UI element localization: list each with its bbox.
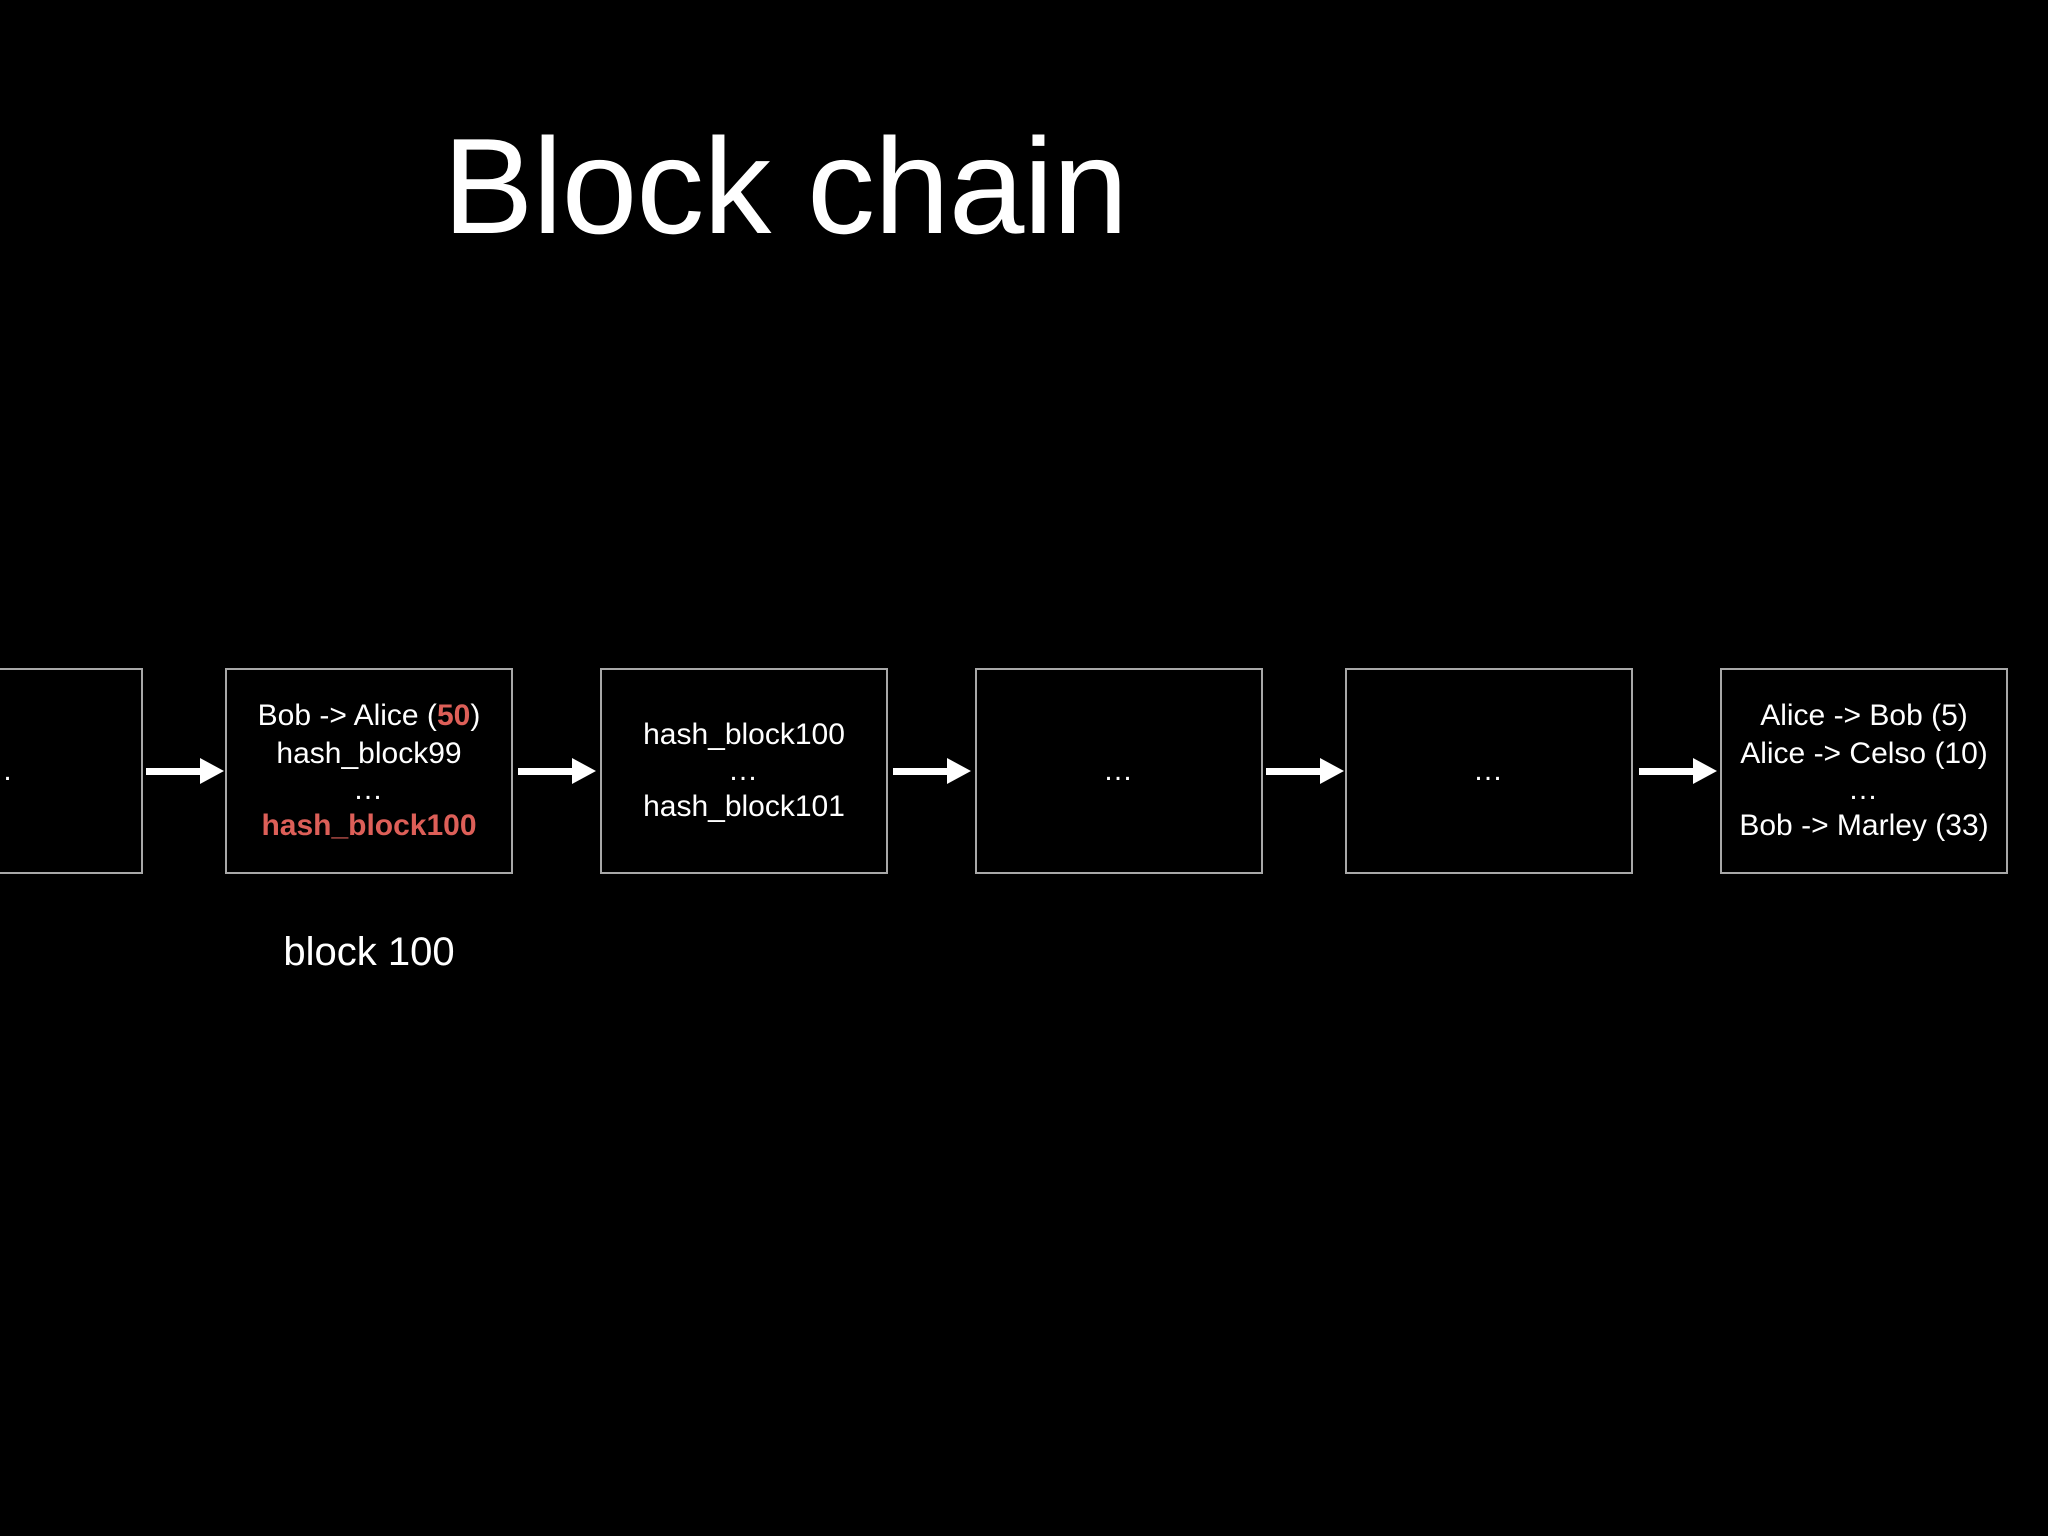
block-node-101: hash_block100 … hash_block101 bbox=[600, 668, 888, 874]
arrow-head bbox=[572, 758, 596, 784]
chain-arrow-icon bbox=[518, 758, 596, 784]
transaction-text: Bob -> Alice ( bbox=[257, 699, 437, 732]
transaction-amount: 50 bbox=[436, 699, 471, 732]
block-line-ellipsis: … bbox=[353, 773, 385, 806]
arrow-shaft bbox=[1639, 768, 1695, 775]
arrow-head bbox=[200, 758, 224, 784]
block-prev-hash: hash_block99 bbox=[276, 737, 462, 770]
block-line-ellipsis: … bbox=[728, 754, 760, 787]
chain-arrow-icon bbox=[1266, 758, 1344, 784]
block-line-ellipsis: … bbox=[1848, 773, 1880, 806]
block-line-ellipsis: … bbox=[1103, 754, 1135, 787]
blockchain-diagram: … Bob -> Alice (50) hash_block99 … hash_… bbox=[0, 668, 2048, 874]
arrow-shaft bbox=[518, 768, 574, 775]
block-prev-hash: hash_block100 bbox=[643, 718, 845, 751]
block-node-latest: Alice -> Bob (5) Alice -> Celso (10) … B… bbox=[1720, 668, 2008, 874]
block-node-100: Bob -> Alice (50) hash_block99 … hash_bl… bbox=[225, 668, 513, 874]
arrow-head bbox=[1693, 758, 1717, 784]
block-transaction-line: Bob -> Alice (50) bbox=[258, 697, 481, 735]
chain-arrow-icon bbox=[146, 758, 224, 784]
block-transaction-line: Alice -> Celso (10) bbox=[1740, 737, 1988, 770]
block-transaction-line: Bob -> Marley (33) bbox=[1739, 809, 1989, 842]
chain-arrow-icon bbox=[1639, 758, 1717, 784]
block-node-0: … bbox=[0, 668, 143, 874]
block-node-103: … bbox=[1345, 668, 1633, 874]
block-line-ellipsis: … bbox=[1473, 754, 1505, 787]
block-transaction-line: Alice -> Bob (5) bbox=[1760, 699, 1968, 732]
block-line-ellipsis: … bbox=[0, 754, 15, 788]
block-own-hash-highlight: hash_block100 bbox=[261, 809, 477, 842]
arrow-head bbox=[1320, 758, 1344, 784]
arrow-shaft bbox=[893, 768, 949, 775]
block-node-102: … bbox=[975, 668, 1263, 874]
block-own-hash: hash_block101 bbox=[643, 790, 845, 823]
page-title: Block chain bbox=[442, 110, 1128, 262]
transaction-paren-close: ) bbox=[470, 699, 481, 732]
arrow-shaft bbox=[146, 768, 202, 775]
block-caption-label: block 100 bbox=[283, 930, 455, 974]
arrow-head bbox=[947, 758, 971, 784]
chain-arrow-icon bbox=[893, 758, 971, 784]
arrow-shaft bbox=[1266, 768, 1322, 775]
